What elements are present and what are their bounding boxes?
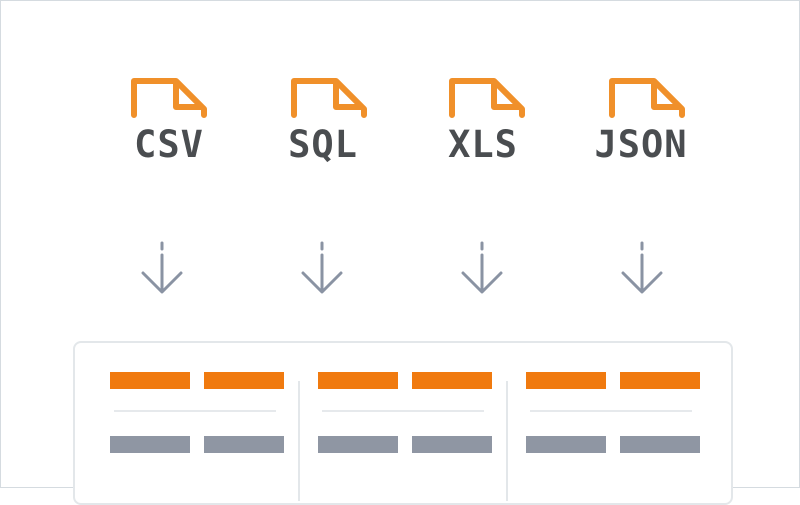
csv-label: CSV [134, 123, 204, 166]
row-cell-bar [620, 436, 700, 453]
table-illustration [73, 341, 733, 505]
row-cell-bar [204, 436, 284, 453]
column-divider [298, 381, 300, 501]
json-file-icon [609, 78, 685, 118]
row-divider [114, 410, 276, 412]
row-cell-bar [110, 436, 190, 453]
row-divider [322, 410, 484, 412]
sql-file-icon [291, 78, 367, 118]
header-cell-bar [526, 372, 606, 389]
header-cell-bar [620, 372, 700, 389]
column-divider [506, 381, 508, 501]
row-divider [530, 410, 692, 412]
row-cell-bar [526, 436, 606, 453]
row-cell-bar [318, 436, 398, 453]
header-cell-bar [318, 372, 398, 389]
xls-file-icon [449, 78, 525, 118]
csv-file-icon [131, 78, 207, 118]
header-cell-bar [412, 372, 492, 389]
sql-file: SQL [263, 75, 383, 166]
arrow-down-icon [621, 241, 663, 294]
json-label: JSON [594, 123, 688, 166]
xls-label: XLS [448, 123, 518, 166]
xls-file: XLS [423, 75, 543, 166]
json-file: JSON [581, 75, 701, 166]
arrow-down-icon [301, 241, 343, 294]
csv-file: CSV [109, 75, 229, 166]
arrow-down-icon [461, 241, 503, 294]
header-cell-bar [204, 372, 284, 389]
sql-label: SQL [288, 123, 358, 166]
arrow-down-icon [141, 241, 183, 294]
row-cell-bar [412, 436, 492, 453]
header-cell-bar [110, 372, 190, 389]
